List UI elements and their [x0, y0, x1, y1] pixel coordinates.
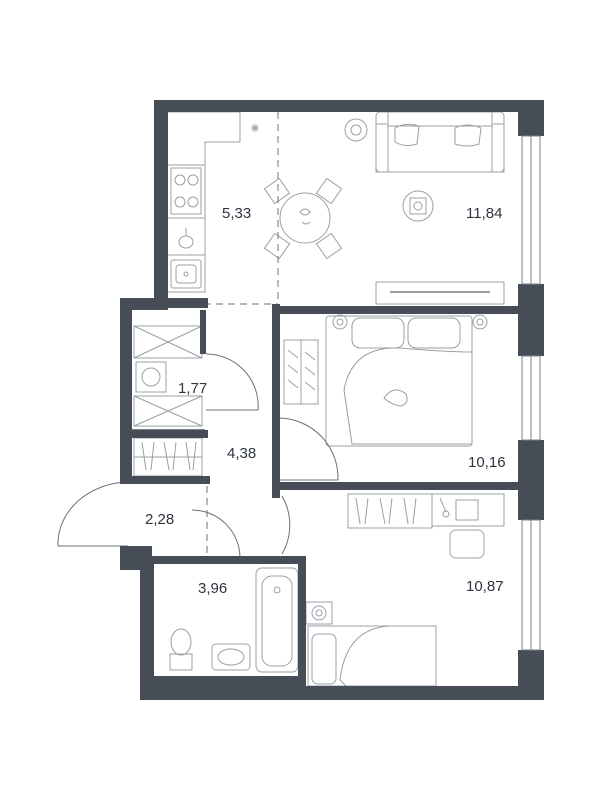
walls-layer [120, 100, 544, 700]
wall-bed1-top [272, 306, 522, 314]
living-room-area-label: 11,84 [466, 205, 502, 222]
bathtub-icon [255, 567, 299, 673]
wall-hall-top [120, 298, 208, 308]
bedroom1-door [277, 417, 339, 481]
bed-icon [325, 314, 488, 447]
wall-bath-right [298, 556, 306, 690]
kitchen-area-label: 5,33 [222, 205, 251, 222]
wall-bed1-left [272, 304, 280, 498]
tap-icon [178, 228, 194, 249]
wall-bath-left [140, 560, 154, 690]
desk-icon [431, 493, 505, 559]
wall-hall-mid [120, 430, 208, 438]
bedroom-2-area-label: 10,87 [466, 578, 504, 595]
lamp-icon [344, 118, 368, 142]
wardrobe-door [205, 353, 259, 411]
toilet-icon [169, 628, 193, 671]
furniture-layer [133, 111, 505, 687]
wardrobe-shelf [133, 325, 203, 427]
windows-layer [521, 135, 541, 651]
wall-right-3 [518, 440, 544, 520]
dining-table-icon [263, 177, 343, 260]
star-icon [251, 124, 259, 132]
bedroom2-door [281, 495, 291, 555]
front-door [57, 481, 129, 547]
wall-wardrobe-right [200, 310, 206, 354]
partition-layer [130, 309, 518, 686]
wall-bath-bottom [152, 676, 300, 686]
bedroom1-wardrobe [283, 339, 319, 405]
entrance-area-label: 2,28 [145, 511, 174, 528]
washbasin-icon [211, 643, 251, 671]
wall-right-4 [518, 650, 544, 700]
bed-2-icon [305, 601, 437, 687]
washing-machine-icon [135, 361, 167, 393]
wall-hall-low [120, 476, 210, 484]
bedroom2-wardrobe [347, 493, 433, 529]
bathroom-door [191, 509, 241, 559]
wardrobe-area-label: 1,77 [178, 380, 207, 397]
wall-bed1-bottom [272, 482, 522, 490]
wall-top [154, 100, 544, 112]
bedroom-1-area-label: 10,16 [468, 454, 506, 471]
stove-icon [170, 167, 202, 215]
hallway-area-label: 4,38 [227, 445, 256, 462]
wall-bath-top2 [242, 556, 306, 564]
robot-vacuum-icon [402, 190, 434, 222]
sofa-icon [375, 111, 505, 173]
tv-stand-icon [375, 281, 505, 305]
bathroom-area-label: 3,96 [198, 580, 227, 597]
wall-left-mid [120, 298, 132, 484]
sink-icon [170, 259, 202, 289]
wall-bath-top [152, 556, 242, 564]
wall-right-2 [518, 284, 544, 356]
hallway-wardrobe [133, 437, 203, 477]
area-labels: 5,33 11,84 1,77 4,38 10,16 2,28 3,96 10,… [145, 205, 506, 597]
wall-bottom [140, 686, 544, 700]
wall-left-upper [154, 100, 168, 308]
wall-right-1 [518, 100, 544, 136]
